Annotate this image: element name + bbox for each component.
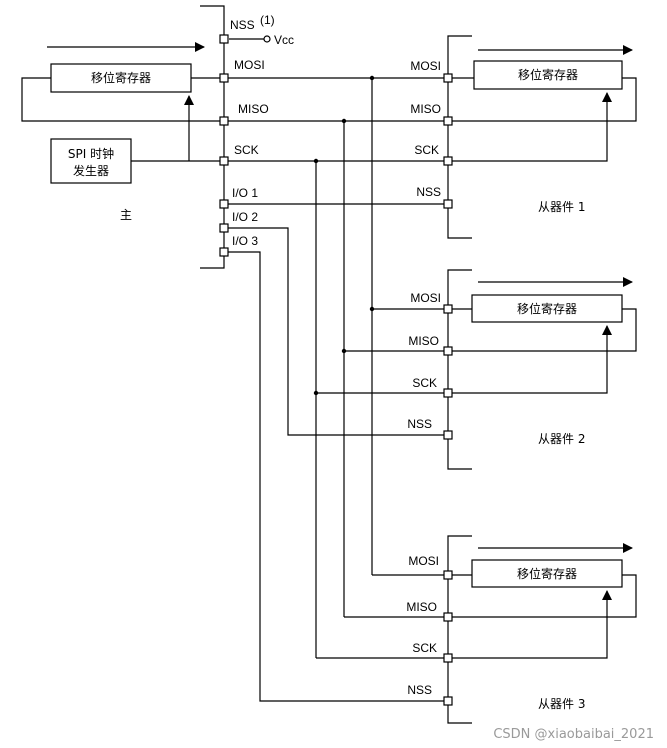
master-shift-register-label: 移位寄存器 bbox=[91, 70, 151, 85]
master-pin-io1-label: I/O 1 bbox=[232, 186, 258, 200]
slave-2-clock-arrow bbox=[448, 325, 612, 394]
slave-1-sck-label: SCK bbox=[414, 143, 439, 157]
clock-generator-label-2: 发生器 bbox=[73, 163, 109, 178]
mosi-junction-s2 bbox=[369, 306, 375, 312]
slave-2-shift-register bbox=[471, 294, 623, 323]
master-pins bbox=[219, 34, 229, 257]
slave-1-shift-register-label: 移位寄存器 bbox=[518, 67, 578, 82]
watermark: CSDN @xiaobaibai_2021 bbox=[493, 727, 654, 742]
spi-bus-wires bbox=[224, 75, 448, 702]
slave-2-pin-miso bbox=[443, 346, 453, 356]
sck-junction bbox=[313, 158, 319, 164]
slave-1-pin-mosi bbox=[443, 73, 453, 83]
slave-1-register-loop bbox=[448, 77, 637, 122]
slave-3-label: 从器件 3 bbox=[538, 697, 585, 711]
slave-3-pin-mosi bbox=[443, 570, 453, 580]
clock-generator-label-1: SPI 时钟 bbox=[68, 146, 114, 161]
slave-device-1: 移位寄存器 MOSI MISO SCK NSS 从器件 1 bbox=[410, 35, 637, 239]
slave-1-shift-register bbox=[473, 60, 623, 90]
master-pin-miso bbox=[219, 116, 229, 126]
bus-nss3 bbox=[224, 251, 448, 702]
slave-1-pin-miso bbox=[443, 116, 453, 126]
slave-2-pin-nss bbox=[443, 430, 453, 440]
master-pin-mosi bbox=[219, 73, 229, 83]
slave-3-register-loop bbox=[448, 574, 637, 618]
slave-2-shift-register-label: 移位寄存器 bbox=[517, 301, 577, 316]
slave-1-mosi-label: MOSI bbox=[410, 59, 441, 73]
slave-3-nss-label: NSS bbox=[407, 683, 432, 697]
slave-2-sck-label: SCK bbox=[412, 376, 437, 390]
slave-1-miso-label: MISO bbox=[410, 102, 441, 116]
slave-2-mosi-label: MOSI bbox=[410, 291, 441, 305]
master-device: 移位寄存器 SPI 时钟 发生器 Vcc NSS (1) MOSI MISO S… bbox=[21, 5, 294, 269]
master-pin-nss bbox=[219, 34, 229, 44]
slave-3-pin-sck bbox=[443, 653, 453, 663]
slave-2-miso-label: MISO bbox=[408, 334, 439, 348]
miso-junction bbox=[341, 118, 347, 124]
master-pin-nss-label: NSS bbox=[230, 18, 255, 32]
slave-2-register-loop bbox=[448, 308, 637, 352]
vcc-label: Vcc bbox=[274, 33, 294, 47]
slave-3-sck-label: SCK bbox=[412, 641, 437, 655]
slave-2-label: 从器件 2 bbox=[538, 432, 585, 446]
vcc-terminal bbox=[263, 35, 271, 43]
spi-clock-generator bbox=[50, 138, 132, 184]
slave-3-miso-label: MISO bbox=[406, 600, 437, 614]
master-pin-miso-label: MISO bbox=[238, 102, 269, 116]
slave-1-pin-nss bbox=[443, 199, 453, 209]
master-boundary bbox=[200, 5, 225, 269]
slave-3-shift-register bbox=[471, 559, 623, 588]
slave-3-shift-register-label: 移位寄存器 bbox=[517, 566, 577, 581]
slave-2-nss-label: NSS bbox=[407, 417, 432, 431]
master-pin-io2 bbox=[219, 223, 229, 233]
slave-device-3: 移位寄存器 MOSI MISO SCK NSS 从器件 3 bbox=[406, 535, 637, 724]
slave-3-mosi-label: MOSI bbox=[408, 554, 439, 568]
master-pin-io1 bbox=[219, 199, 229, 209]
slave-1-clock-arrow bbox=[448, 92, 612, 162]
bus-nss2 bbox=[224, 227, 448, 436]
mosi-junction bbox=[369, 75, 375, 81]
slave-2-pin-sck bbox=[443, 388, 453, 398]
master-pin-io3-label: I/O 3 bbox=[232, 234, 258, 248]
slave-3-pin-miso bbox=[443, 612, 453, 622]
slave-device-2: 移位寄存器 MOSI MISO SCK NSS 从器件 2 bbox=[407, 269, 637, 470]
master-pin-nss-note: (1) bbox=[260, 13, 275, 27]
slave-1-label: 从器件 1 bbox=[538, 200, 585, 214]
slave-2-pin-mosi bbox=[443, 304, 453, 314]
slave-2-boundary bbox=[447, 269, 472, 470]
master-pin-io2-label: I/O 2 bbox=[232, 210, 258, 224]
master-pin-sck-label: SCK bbox=[234, 143, 259, 157]
slave-3-clock-arrow bbox=[448, 590, 612, 659]
slave-3-boundary bbox=[447, 535, 472, 724]
sck-junction-s2 bbox=[313, 390, 319, 396]
master-pin-sck bbox=[219, 156, 229, 166]
miso-junction-s2 bbox=[341, 348, 347, 354]
master-pin-io3 bbox=[219, 247, 229, 257]
master-register-loop bbox=[21, 77, 224, 122]
slave-1-nss-label: NSS bbox=[416, 185, 441, 199]
master-pin-mosi-label: MOSI bbox=[234, 58, 265, 72]
slave-1-boundary bbox=[447, 35, 472, 239]
master-label: 主 bbox=[120, 208, 132, 222]
slave-1-pin-sck bbox=[443, 156, 453, 166]
slave-3-pin-nss bbox=[443, 696, 453, 706]
